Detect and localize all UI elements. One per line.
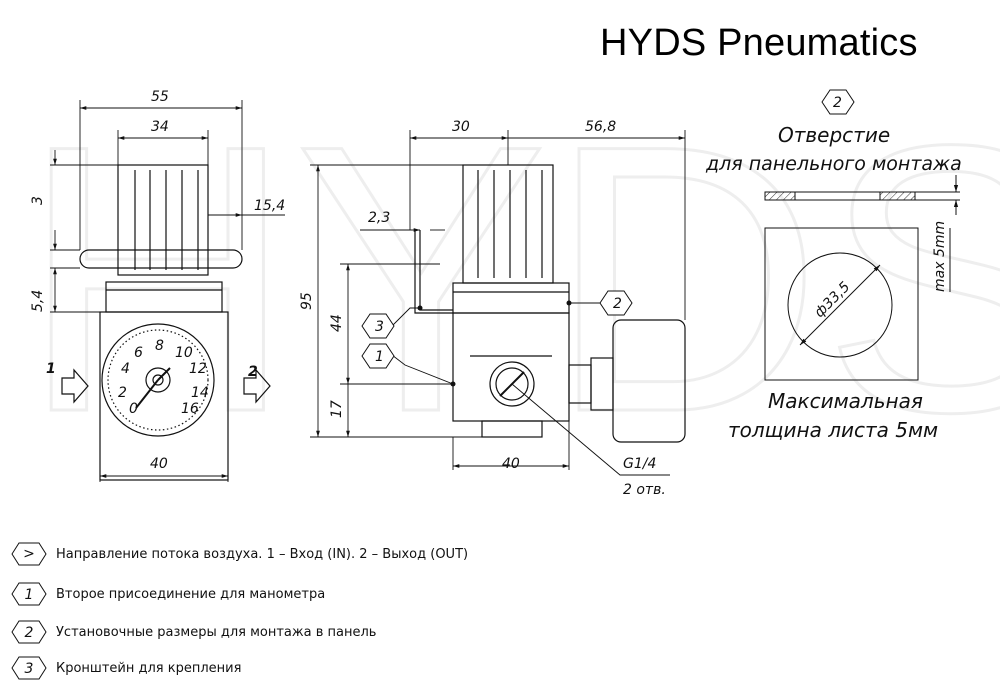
dim-30: 30 (452, 119, 470, 135)
callout-1-label: 1 (375, 349, 384, 365)
side-base (481, 420, 543, 438)
legend-item: > Направление потока воздуха. 1 – Вход (… (10, 540, 468, 568)
panel-sheet (764, 227, 919, 381)
gauge-tick-16: 16 (181, 401, 199, 417)
dim-44: 44 (329, 314, 345, 332)
gauge-tick-8: 8 (155, 338, 164, 354)
gauge-tick-6: 6 (134, 345, 143, 361)
legend-item: 1 Второе присоединение для манометра (10, 580, 325, 608)
panel-title-1: Отверстие (778, 123, 890, 147)
side-dimensions (310, 130, 686, 476)
brand-title: HYDS Pneumatics (600, 22, 918, 64)
front-bracket (79, 249, 243, 269)
pressure-gauge (101, 323, 215, 437)
gauge-tick-0: 0 (129, 401, 138, 417)
legend-text: Направление потока воздуха. 1 – Вход (IN… (56, 546, 469, 562)
callout-3 (361, 313, 395, 339)
dim-40-front: 40 (150, 456, 168, 472)
dim-3: 3 (30, 196, 46, 205)
legend-marker-2: 2 (11, 620, 47, 644)
dim-17: 17 (329, 400, 345, 418)
panel-detail (764, 89, 960, 381)
legend-marker-3: 3 (11, 656, 47, 680)
callout-2-side-label: 2 (613, 296, 622, 312)
front-body (99, 311, 229, 481)
dim-max-5mm: max 5mm (932, 221, 948, 292)
panel-title-2: для панельного монтажа (705, 153, 962, 175)
dim-34: 34 (151, 119, 169, 135)
flow-in-arrow (61, 368, 89, 404)
flow-out-label: 2 (248, 364, 258, 380)
dim-5-4: 5,4 (30, 290, 46, 312)
dim-95: 95 (299, 292, 315, 310)
legend-marker-flow: > (11, 542, 47, 566)
callout-2-panel-label: 2 (833, 95, 842, 111)
gauge-scale: 0 2 4 6 8 10 12 14 16 (118, 338, 209, 417)
front-dimensions (50, 100, 285, 482)
dim-15-4: 15,4 (254, 198, 285, 214)
flow-in-label: 1 (46, 361, 56, 377)
side-callouts (361, 290, 633, 369)
legend-item: 2 Установочные размеры для монтажа в пан… (10, 618, 376, 646)
flow-out-arrow (243, 368, 271, 404)
svg-text:1: 1 (25, 587, 34, 603)
legend-text: Второе присоединение для манометра (56, 586, 326, 602)
gauge-tick-4: 4 (121, 361, 130, 377)
panel-hole (787, 252, 893, 358)
side-view (414, 164, 686, 443)
front-knob (117, 164, 209, 276)
panel-caption-2: толщина листа 5мм (728, 418, 938, 442)
legend-item: 3 Кронштейн для крепления (10, 654, 241, 682)
side-gauge (612, 319, 686, 443)
legend-marker-1: 1 (11, 582, 47, 606)
dim-2-3: 2,3 (368, 210, 390, 226)
gauge-tick-14: 14 (191, 385, 209, 401)
svg-text:3: 3 (25, 661, 34, 677)
legend-text: Установочные размеры для монтажа в панел… (56, 624, 377, 640)
callout-1 (361, 343, 395, 369)
leader-dots (417, 300, 572, 387)
dim-55: 55 (151, 89, 169, 105)
callout-3-label: 3 (375, 319, 384, 335)
gauge-tick-12: 12 (189, 361, 207, 377)
thread-count-label: 2 отв. (623, 482, 666, 498)
legend-text: Кронштейн для крепления (56, 660, 242, 676)
port-circle (489, 361, 535, 407)
gauge-tick-10: 10 (175, 345, 193, 361)
panel-caption-1: Максимальная (768, 389, 923, 413)
dim-56-8: 56,8 (585, 119, 616, 135)
callout-2-panel (821, 89, 855, 115)
thread-label: G1/4 (623, 456, 656, 472)
dim-40-side: 40 (502, 456, 520, 472)
gauge-tick-2: 2 (118, 385, 127, 401)
front-view (61, 164, 271, 481)
svg-text:>: > (23, 546, 35, 562)
callout-2-side (599, 290, 633, 316)
svg-text:2: 2 (25, 625, 34, 641)
